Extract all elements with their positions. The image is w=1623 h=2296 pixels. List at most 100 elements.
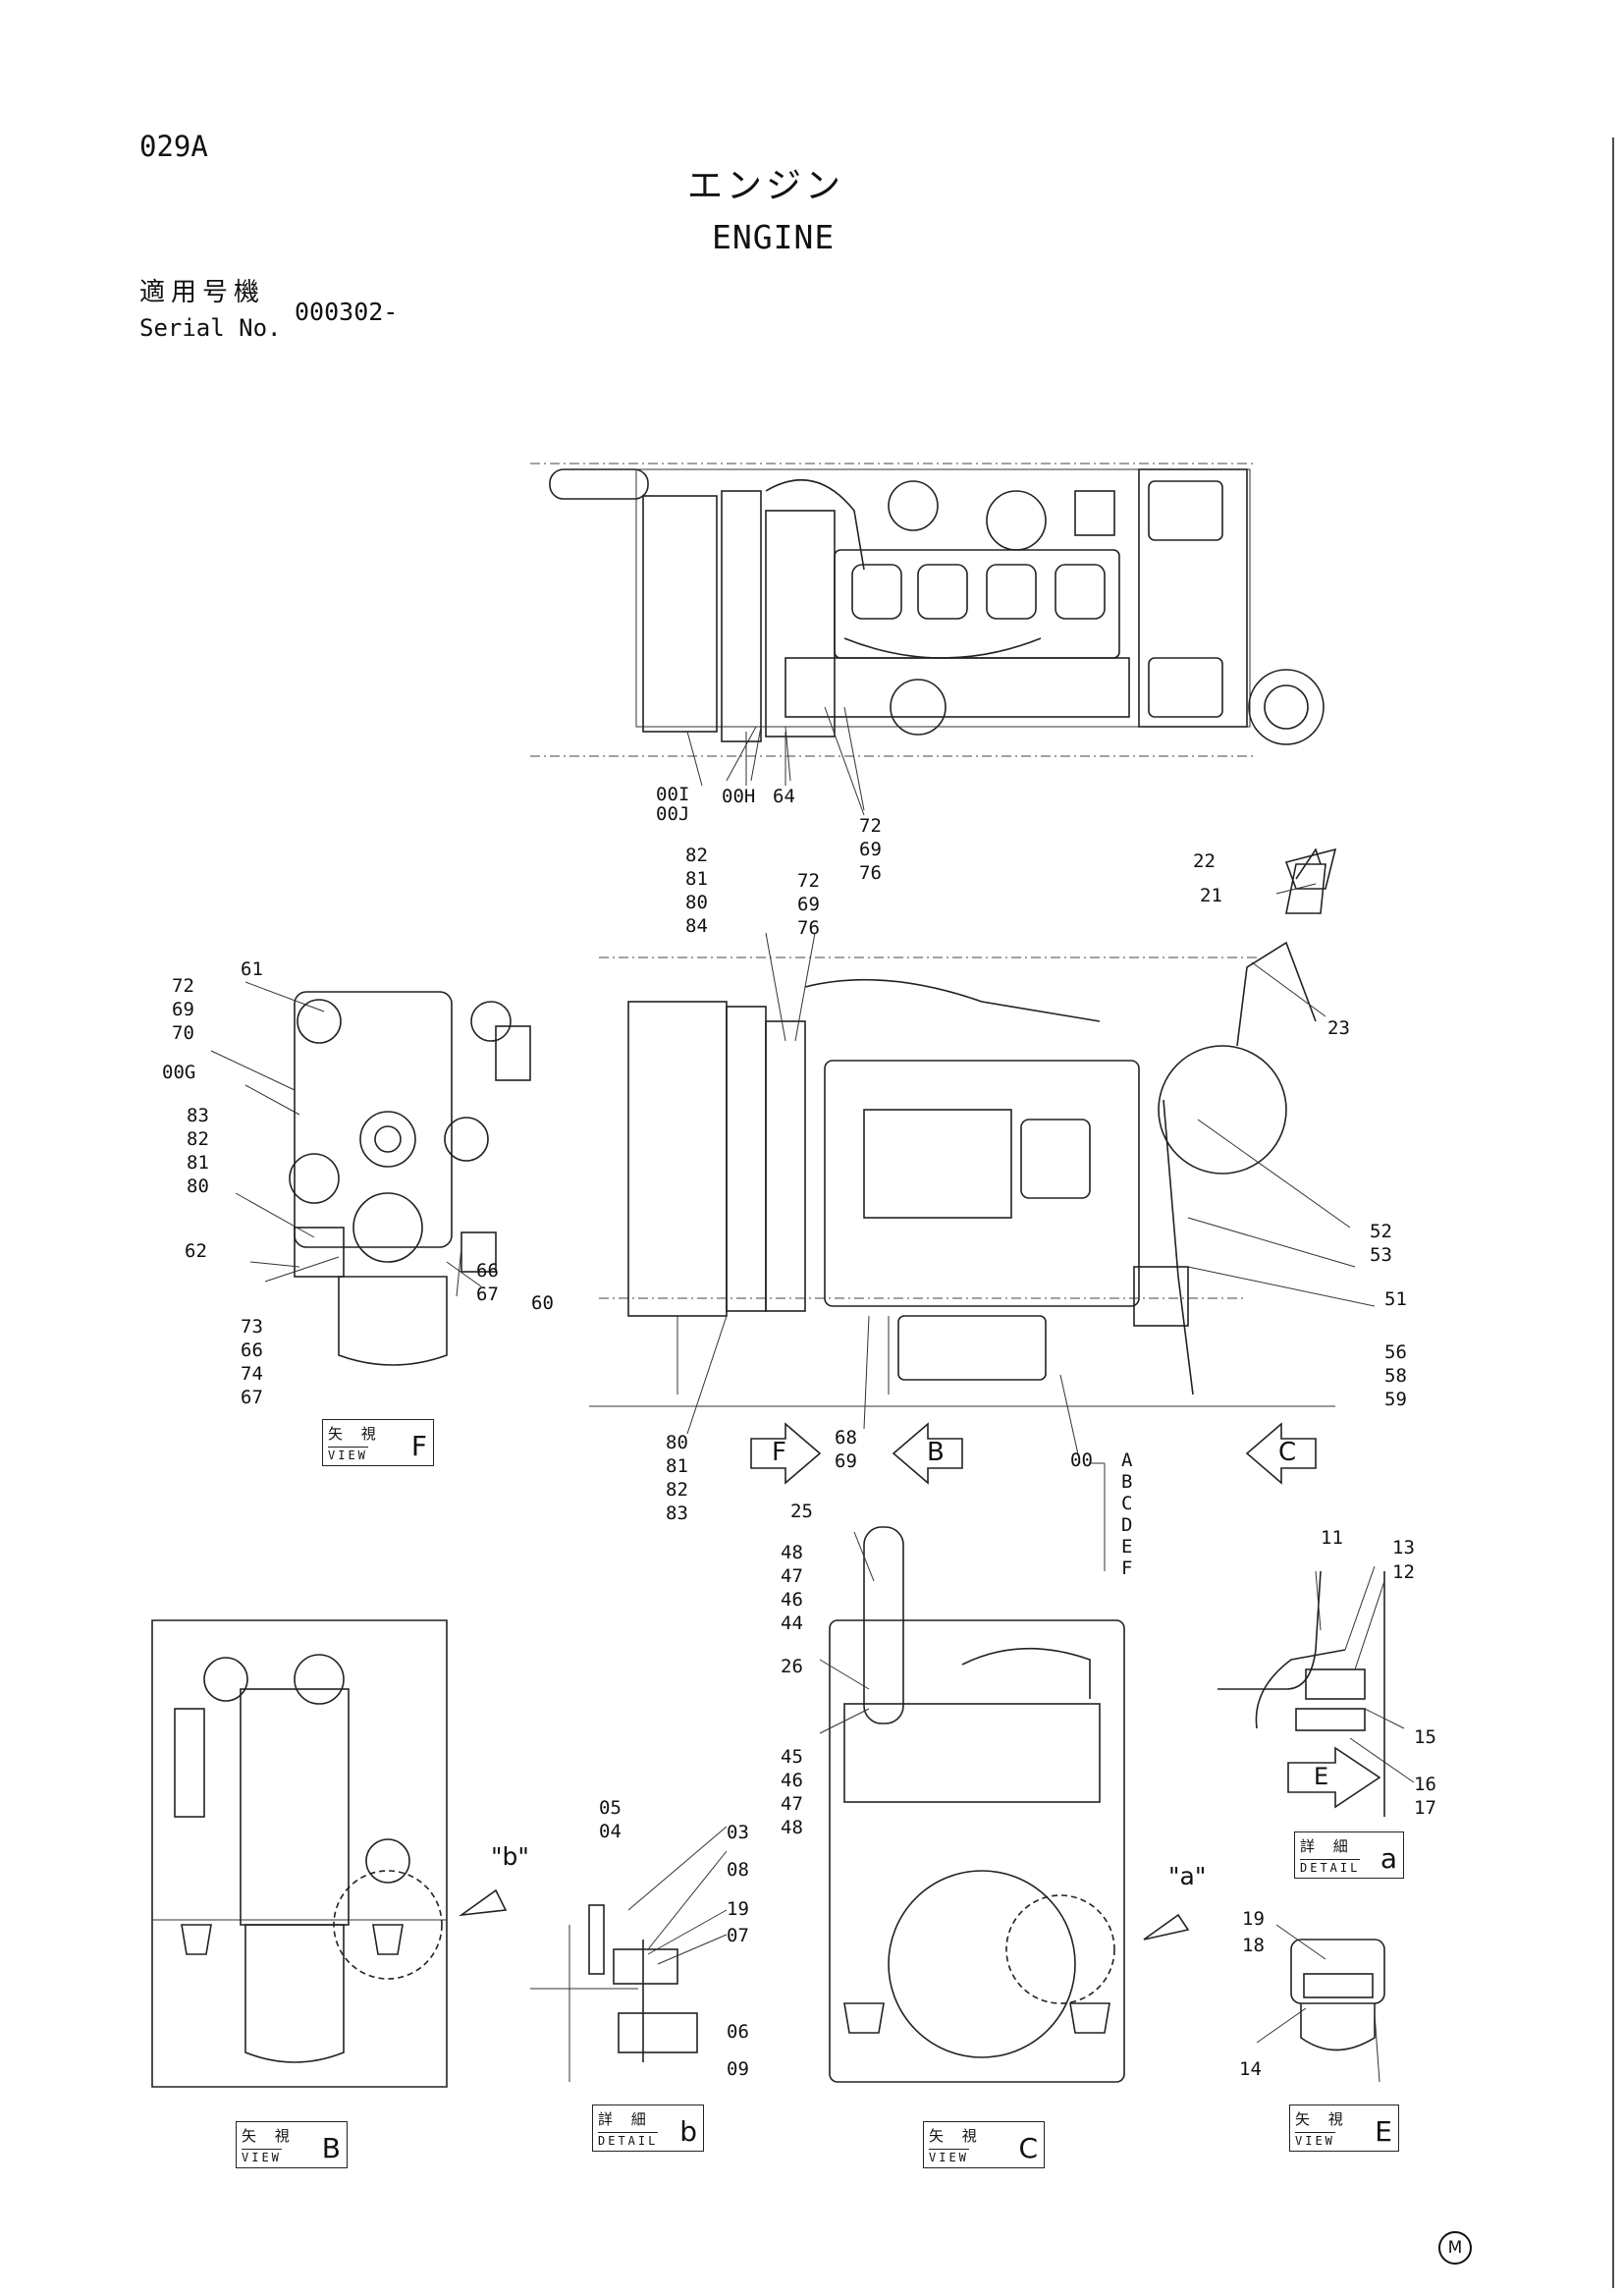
callout-label: 74	[241, 1363, 263, 1385]
callout-label: 25	[790, 1501, 813, 1522]
serial-number: 000302-	[295, 298, 399, 326]
callout-label: 15	[1414, 1726, 1436, 1748]
callout-label: 19	[1242, 1908, 1265, 1930]
callout-label: 46	[781, 1589, 803, 1611]
callout-label: 51	[1384, 1288, 1407, 1310]
callout-label: 13	[1392, 1537, 1415, 1558]
callout-label: 07	[727, 1925, 749, 1946]
callout-label: A	[1121, 1449, 1133, 1471]
view-c-arrow-letter: C	[1278, 1438, 1297, 1467]
view-c-drawing	[829, 1526, 1190, 2083]
callout-label: 00G	[162, 1062, 196, 1083]
detail-b-label: 詳 細 DETAIL b	[592, 2105, 704, 2152]
callout-label: 73	[241, 1316, 263, 1338]
callout-label: 80	[666, 1432, 688, 1453]
callout-label: 69	[172, 999, 194, 1020]
view-e-label: 矢 視 VIEW E	[1289, 2105, 1399, 2152]
detail-a-callout: "a"	[1168, 1862, 1207, 1890]
callout-label: 61	[241, 958, 263, 980]
serial-label-japanese: 適用号機	[139, 278, 266, 307]
callout-label: 45	[781, 1746, 803, 1768]
callout-label: 22	[1193, 850, 1216, 872]
callout-label: 82	[666, 1479, 688, 1501]
callout-label: 83	[187, 1105, 209, 1126]
callout-label: 76	[859, 862, 882, 884]
callout-label: 69	[797, 894, 820, 915]
view-c-arrow	[1245, 1422, 1317, 1485]
callout-label: 66	[241, 1339, 263, 1361]
view-b-label: 矢 視 VIEW B	[236, 2121, 348, 2168]
title-japanese: エンジン	[687, 166, 845, 206]
page-code: 029A	[139, 130, 208, 163]
callout-label: 59	[1384, 1389, 1407, 1410]
view-f-label: 矢 視 VIEW F	[322, 1419, 434, 1466]
callout-label: 47	[781, 1793, 803, 1815]
callout-label: 58	[1384, 1365, 1407, 1387]
callout-label: 14	[1239, 2058, 1262, 2080]
side-view-drawing	[589, 847, 1337, 1407]
view-b-arrow-letter: B	[927, 1438, 945, 1467]
callout-label: 00I	[656, 784, 690, 805]
view-f-arrow-letter: F	[772, 1438, 786, 1467]
callout-label: 47	[781, 1565, 803, 1587]
view-b-drawing	[151, 1619, 508, 2088]
detail-b-callout: "b"	[491, 1842, 529, 1871]
callout-label: 67	[241, 1387, 263, 1408]
callout-label: 44	[781, 1613, 803, 1634]
callout-label: B	[1121, 1471, 1133, 1493]
callout-label: 83	[666, 1503, 688, 1524]
view-f-drawing	[289, 991, 531, 1366]
callout-label: 56	[1384, 1341, 1407, 1363]
callout-label: 82	[685, 845, 708, 866]
callout-label: 06	[727, 2021, 749, 2043]
footer-mark: M	[1438, 2231, 1472, 2265]
callout-label: 11	[1321, 1527, 1343, 1549]
callout-label: E	[1121, 1536, 1133, 1558]
callout-label: 16	[1414, 1774, 1436, 1795]
callout-label: 69	[859, 839, 882, 860]
view-e-arrow-letter: E	[1314, 1763, 1329, 1790]
callout-label: 67	[476, 1284, 499, 1305]
callout-label: 64	[773, 786, 795, 807]
view-f-arrow	[750, 1422, 822, 1485]
callout-label: 09	[727, 2058, 749, 2080]
callout-label: 21	[1200, 885, 1222, 906]
callout-label: 04	[599, 1821, 622, 1842]
serial-label: Serial No.	[139, 314, 282, 342]
callout-label: 19	[727, 1898, 749, 1920]
page-title: ENGINE	[712, 218, 836, 256]
callout-label: 05	[599, 1797, 622, 1819]
callout-label: 84	[685, 915, 708, 937]
callout-label: 26	[781, 1656, 803, 1677]
callout-label: 23	[1327, 1017, 1350, 1039]
callout-label: 48	[781, 1817, 803, 1838]
callout-label: 08	[727, 1859, 749, 1881]
callout-label: 81	[187, 1152, 209, 1174]
callout-label: 46	[781, 1770, 803, 1791]
callout-label: 18	[1242, 1935, 1265, 1956]
callout-label: 80	[187, 1175, 209, 1197]
callout-label: 66	[476, 1260, 499, 1282]
callout-label: 03	[727, 1822, 749, 1843]
callout-label: 68	[835, 1427, 857, 1449]
callout-label: 80	[685, 892, 708, 913]
detail-b-drawing	[530, 1826, 728, 2082]
callout-label: 81	[685, 868, 708, 890]
view-e-drawing	[1290, 1939, 1385, 2083]
callout-label: 52	[1370, 1221, 1392, 1242]
callout-label: 00H	[722, 786, 756, 807]
callout-label: 72	[172, 975, 194, 997]
callout-label: 76	[797, 917, 820, 939]
callout-label: 69	[835, 1450, 857, 1472]
callout-label: 12	[1392, 1561, 1415, 1583]
callout-label: 48	[781, 1542, 803, 1563]
callout-label: 70	[172, 1022, 194, 1044]
callout-label: 00J	[656, 803, 690, 825]
view-b-arrow	[892, 1422, 963, 1485]
callout-label: 62	[185, 1240, 207, 1262]
view-c-label: 矢 視 VIEW C	[923, 2121, 1045, 2168]
callout-label: 00	[1070, 1449, 1093, 1471]
callout-label: D	[1121, 1514, 1133, 1536]
callout-label: 17	[1414, 1797, 1436, 1819]
